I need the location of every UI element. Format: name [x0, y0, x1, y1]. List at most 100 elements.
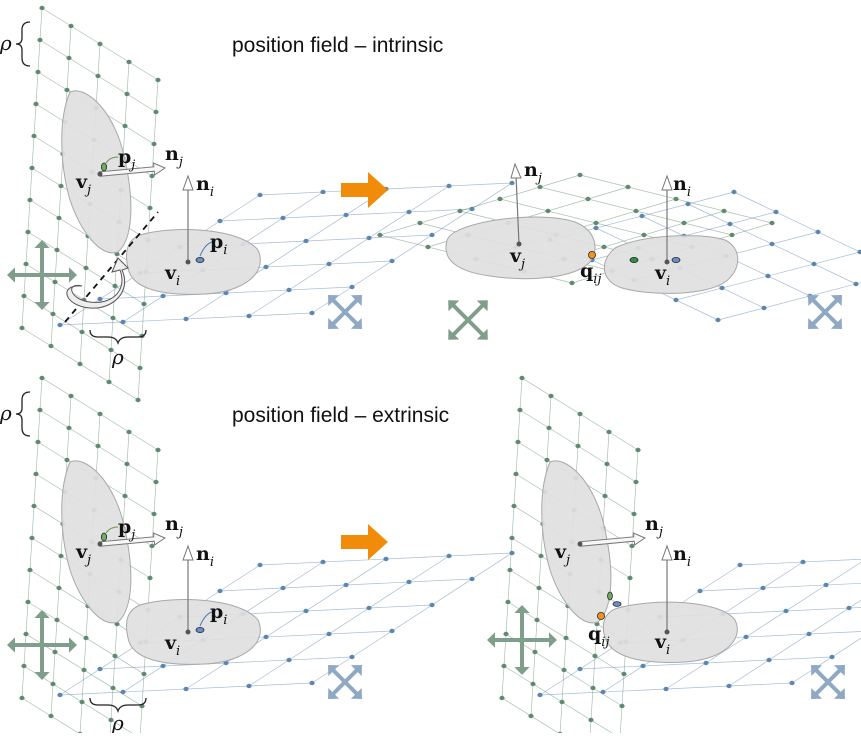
label-v-i: vi — [654, 631, 670, 658]
grid-node — [343, 212, 349, 218]
grid-line — [311, 182, 513, 314]
grid-node — [497, 196, 503, 202]
grid-node — [811, 261, 817, 267]
vertex-j — [97, 171, 103, 177]
label-n-i: ni — [673, 543, 691, 570]
vertex-i — [664, 629, 670, 635]
grid-node — [52, 279, 58, 285]
grid-node — [286, 657, 292, 663]
label-n-j: nj — [165, 513, 183, 540]
grid-node — [122, 493, 128, 499]
grid-node — [585, 196, 591, 202]
vertex-j — [577, 541, 583, 547]
grid-node — [183, 686, 189, 692]
cross-arm — [328, 680, 347, 699]
four-way-arrow-green-icon — [7, 240, 77, 310]
surface-patch-i — [126, 229, 261, 295]
grid-node — [23, 631, 29, 637]
cross-arm — [823, 295, 842, 314]
grid-node — [389, 628, 395, 634]
four-way-arrow-blue-icon — [811, 665, 845, 699]
grid-node — [377, 232, 383, 238]
normal-j-arrow — [99, 532, 167, 547]
grid-node — [124, 91, 130, 97]
point-p-i — [195, 256, 205, 263]
grid-node — [83, 635, 89, 641]
grid-node — [663, 686, 669, 692]
blue-grid — [537, 558, 861, 698]
grid-node — [303, 608, 309, 614]
grid-node — [703, 660, 709, 666]
grid-node — [39, 375, 45, 381]
grid-node — [95, 443, 101, 449]
grid-node — [68, 23, 74, 29]
grid-node — [122, 123, 128, 129]
grid-node — [769, 241, 775, 247]
grid-node — [25, 599, 31, 605]
cross-arm — [811, 665, 830, 684]
vertex-i — [664, 259, 670, 265]
grid-node — [389, 258, 395, 264]
grid-node — [110, 315, 116, 321]
grid-node — [126, 59, 132, 65]
grid-node — [641, 232, 647, 238]
rho-brace-horizontal-top: ρ — [89, 329, 147, 369]
grid-node — [673, 196, 679, 202]
cross-arm — [808, 310, 827, 329]
grid-node — [719, 285, 725, 291]
cross-arm — [42, 267, 77, 283]
grid-node — [309, 310, 315, 316]
label-n-j: nj — [645, 513, 663, 540]
grid-node — [52, 649, 58, 655]
cross-arm — [466, 318, 488, 340]
grid-node — [417, 220, 423, 226]
surface-patch-i — [603, 235, 739, 294]
grid-node — [537, 692, 543, 698]
grid-node — [569, 280, 575, 286]
grid-node — [538, 553, 544, 559]
cross-arm — [328, 310, 347, 329]
grid-node — [513, 471, 519, 477]
point-p-i — [612, 601, 622, 607]
cross-arm — [7, 267, 42, 283]
grid-line — [733, 191, 861, 253]
label-q-ij: qij — [588, 623, 610, 650]
grid-node — [54, 617, 60, 623]
grid-node — [457, 208, 463, 214]
label-p-i: pi — [210, 231, 227, 258]
grid-node — [760, 585, 766, 591]
grid-node — [823, 582, 829, 588]
grid-node — [829, 654, 835, 660]
normal-i-arrowhead — [182, 174, 194, 191]
grid-node — [501, 663, 507, 669]
rotation-arrow-body — [66, 257, 129, 309]
grid-node — [515, 439, 521, 445]
grid-node — [592, 653, 598, 659]
grid-node — [429, 232, 435, 238]
grid-node — [593, 225, 599, 231]
normal-j-arrowhead — [510, 162, 522, 179]
grid-node — [108, 717, 114, 723]
grid-node — [320, 189, 326, 195]
grid-node — [106, 379, 112, 385]
grid-node — [743, 634, 749, 640]
rho-brace-horizontal-bottom: ρ — [89, 697, 147, 735]
four-way-arrow-blue-icon — [328, 665, 362, 699]
grid-node — [23, 261, 29, 267]
grid-node — [48, 343, 54, 349]
grid-node — [729, 232, 735, 238]
grid-node — [155, 447, 161, 453]
grid-node — [257, 562, 263, 568]
four-way-arrow-blue-icon — [808, 295, 842, 329]
grid-node — [349, 284, 355, 290]
label-n-i: ni — [196, 543, 214, 570]
grid-node — [151, 141, 157, 147]
label-n-j: nj — [524, 159, 542, 186]
leader-p-i — [199, 611, 213, 627]
grid-node — [79, 329, 85, 335]
label-n-i: ni — [196, 173, 214, 200]
surface-patch-j — [61, 460, 132, 624]
four-way-arrow-blue-icon — [328, 295, 362, 329]
